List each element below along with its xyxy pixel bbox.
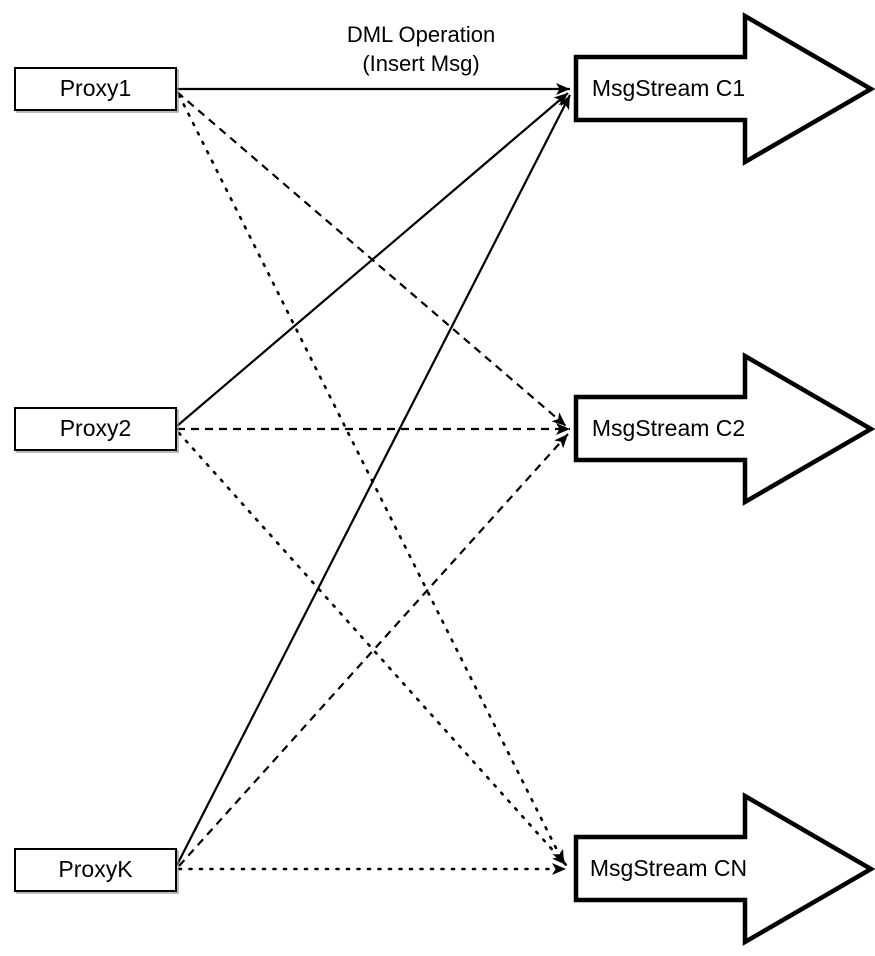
msgstream-node-stream_c1[interactable]: MsgStream C1: [573, 12, 875, 166]
msgstream-node-stream_c2[interactable]: MsgStream C2: [573, 352, 875, 506]
msgstream-label: MsgStream C2: [592, 415, 745, 441]
msgstream-node-layer: MsgStream C1 MsgStream C2 MsgStream CN: [573, 12, 875, 946]
msgstream-label: MsgStream C1: [592, 75, 745, 101]
msgstream-arrow-shape[interactable]: [573, 12, 875, 166]
connector-pk-c1: [176, 94, 571, 866]
proxy-node-proxy1[interactable]: Proxy1: [14, 67, 179, 113]
proxy-box[interactable]: [14, 407, 177, 451]
msgstream-arrow-shape[interactable]: [573, 792, 875, 946]
connector-layer: [176, 83, 571, 875]
proxy-box[interactable]: [14, 848, 177, 892]
msgstream-label: MsgStream CN: [590, 855, 747, 881]
proxy-node-proxy2[interactable]: Proxy2: [14, 407, 179, 453]
connector-p2-cn: [177, 431, 568, 867]
proxy-box[interactable]: [14, 67, 177, 111]
connector-p2-c1: [176, 92, 569, 427]
proxy-label: Proxy2: [60, 415, 132, 441]
edge-label-line-1: DML Operation: [347, 22, 495, 47]
proxy-label: ProxyK: [58, 856, 133, 882]
edge-label-dml-operation: DML Operation (Insert Msg): [347, 22, 495, 76]
msgstream-node-stream_cn[interactable]: MsgStream CN: [573, 792, 875, 946]
proxy-label: Proxy1: [60, 75, 132, 101]
proxy-node-proxyK[interactable]: ProxyK: [14, 848, 179, 894]
connector-p1-cn: [177, 93, 566, 866]
msgstream-arrow-shape[interactable]: [573, 352, 875, 506]
edge-label-line-2: (Insert Msg): [362, 51, 479, 76]
